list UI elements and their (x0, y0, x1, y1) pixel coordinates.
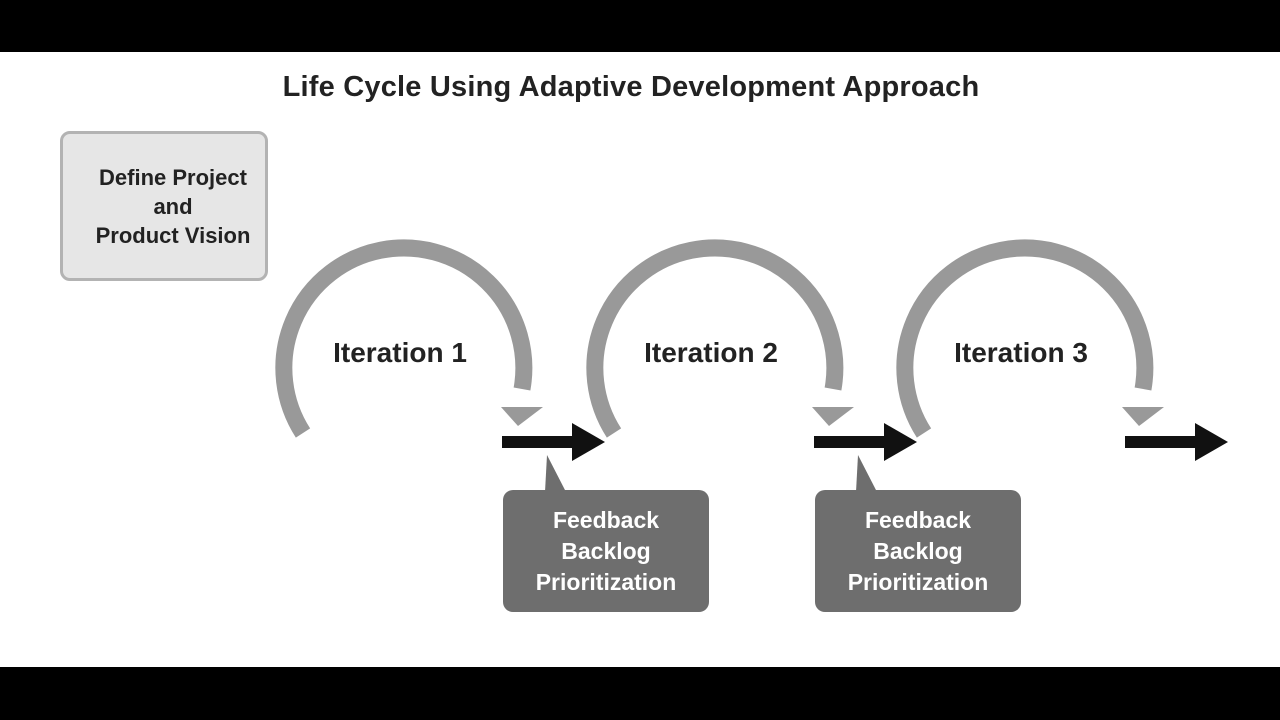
flow-arrow-2-icon (814, 423, 917, 461)
flow-arrow-1-icon (502, 423, 605, 461)
prioritization-line: Prioritization (847, 568, 989, 595)
flow-arrow-3-icon (1125, 423, 1228, 461)
feedback-line: Feedback (552, 506, 660, 533)
iteration-2-label: Iteration 2 (644, 337, 778, 368)
product-vision-text: Define Project and Product Vision (95, 164, 251, 248)
iteration-1-label: Iteration 1 (333, 337, 467, 368)
feedback-box-2: Feedback Backlog Prioritization (815, 490, 1021, 612)
feedback-1-pointer (545, 455, 566, 492)
iteration-1-cycle-icon (275, 239, 543, 438)
diagram-title: Life Cycle Using Adaptive Development Ap… (282, 71, 980, 103)
diagram-canvas: Life Cycle Using Adaptive Development Ap… (0, 52, 1280, 667)
feedback-line: Feedback (864, 506, 972, 533)
iteration-flow (275, 239, 1228, 492)
backlog-line: Backlog (873, 537, 963, 564)
letterbox-bottom (0, 667, 1280, 720)
iteration-2-cycle-icon (586, 239, 854, 438)
backlog-line: Backlog (561, 537, 651, 564)
feedback-2-pointer (856, 455, 877, 492)
iteration-3-label: Iteration 3 (954, 337, 1088, 368)
feedback-box-1: Feedback Backlog Prioritization (503, 490, 709, 612)
prioritization-line: Prioritization (535, 568, 677, 595)
letterbox-top (0, 0, 1280, 52)
product-vision-box: Define Project and Product Vision (60, 131, 268, 281)
iteration-3-cycle-icon (896, 239, 1164, 438)
